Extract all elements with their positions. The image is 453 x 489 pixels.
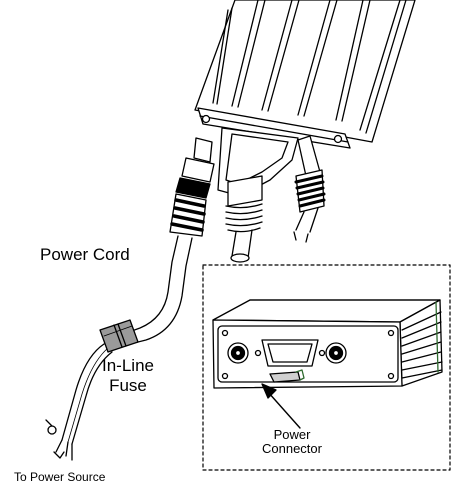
inline-fuse <box>100 320 138 352</box>
power-connector-label-line2: Connector <box>262 442 322 456</box>
power-connector-label: Power Connector <box>262 428 322 456</box>
serial-connector <box>218 128 298 262</box>
power-cord-label: Power Cord <box>40 245 130 265</box>
inset-modem <box>213 300 442 388</box>
inline-fuse-label: In-Line Fuse <box>102 356 154 396</box>
modem-body <box>195 0 415 148</box>
power-source-label: To Power Source <box>14 470 105 484</box>
power-connector-label-line1: Power <box>262 428 322 442</box>
power-plug <box>170 138 214 236</box>
inline-fuse-label-line1: In-Line <box>102 356 154 376</box>
inline-fuse-label-line2: Fuse <box>102 376 154 396</box>
power-connector-arrow <box>262 384 300 428</box>
antenna-cable-right <box>294 136 324 242</box>
